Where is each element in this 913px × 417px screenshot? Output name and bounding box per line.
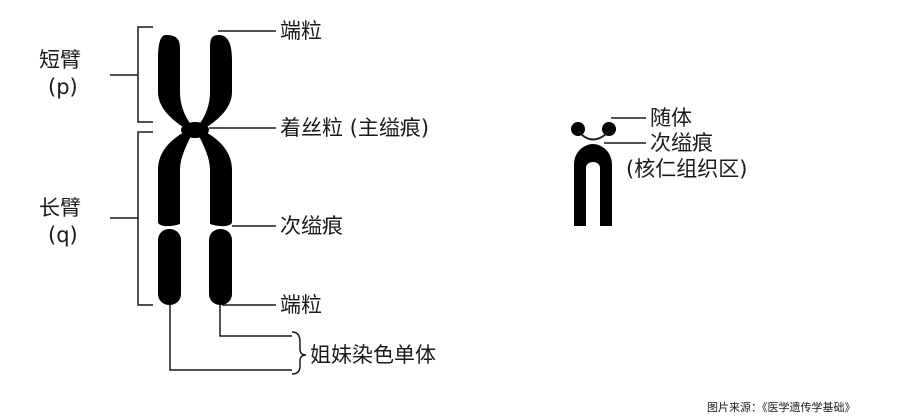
chromatid-left-short-arm — [158, 35, 192, 129]
acrocentric-arms — [574, 144, 612, 226]
sister-chromatid-leader-right — [219, 305, 292, 337]
chromatid-right-long-arm-upper — [198, 131, 232, 227]
satellite-stalk — [577, 130, 610, 141]
label-nor-secondary-constriction: 次缢痕 — [650, 131, 713, 155]
annotation-lines — [110, 26, 307, 375]
chromatid-left-long-arm-upper — [158, 131, 192, 227]
label-telomere-top: 端粒 — [280, 19, 322, 43]
label-source: 图片来源：《医学遗传学基础》 — [707, 400, 856, 414]
label-satellite: 随体 — [650, 106, 692, 130]
chromatid-right-long-arm-lower — [209, 229, 232, 305]
label-secondary-constriction: 次缢痕 — [280, 214, 343, 238]
satellite-right — [602, 122, 616, 136]
text-labels: 端粒 短臂 (p) 着丝粒 (主缢痕) 长臂 (q) 次缢痕 端粒 姐妹染色单体… — [39, 19, 856, 414]
label-short-arm-symbol: (p) — [48, 75, 78, 99]
label-long-arm: 长臂 — [39, 196, 81, 220]
long-arm-bracket — [137, 131, 153, 306]
chromatid-left-long-arm-lower — [158, 229, 181, 305]
satellite-chromosome — [571, 117, 646, 226]
satellite-left — [571, 122, 585, 136]
label-centromere: 着丝粒 (主缢痕) — [280, 116, 429, 140]
label-telomere-bottom: 端粒 — [280, 293, 322, 317]
label-long-arm-symbol: (q) — [48, 223, 78, 247]
label-sister-chromatids: 姐妹染色单体 — [310, 343, 436, 367]
label-short-arm: 短臂 — [39, 48, 81, 72]
short-arm-bracket — [137, 26, 153, 123]
chromatid-right-short-arm — [198, 35, 232, 129]
sister-chromatid-brace — [291, 331, 307, 375]
sister-chromatid-leader-left — [169, 305, 292, 371]
metaphase-chromosome — [158, 35, 232, 305]
label-nucleolus-organizer-region: (核仁组织区) — [626, 157, 747, 181]
